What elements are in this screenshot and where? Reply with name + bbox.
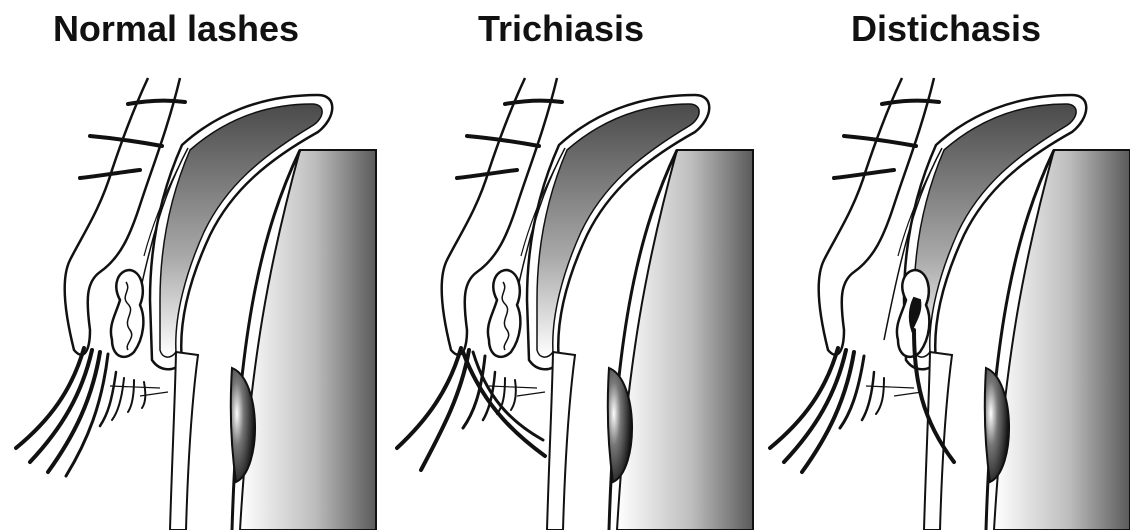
eyeball-shape: [617, 150, 753, 530]
distichasis-illustration: [754, 0, 1130, 530]
lid-margin-band: [170, 352, 198, 530]
lid-margin-band: [547, 352, 575, 530]
trichiasis-illustration: [377, 0, 753, 530]
lash-tips: [110, 386, 168, 396]
eyeball-shape: [240, 150, 376, 530]
brow-lash-1: [505, 101, 562, 104]
lash-tips: [866, 386, 922, 396]
brow-lash-2: [467, 136, 539, 146]
brow-lash-2: [844, 136, 916, 146]
lash-tips: [489, 386, 545, 396]
brow-lash-1: [882, 101, 939, 104]
brow-lash-2: [90, 136, 162, 146]
panel-trichiasis: Trichiasis: [377, 0, 753, 530]
panel-distichasis: Distichasis: [754, 0, 1130, 530]
panel-normal-lashes: Normal lashes: [0, 0, 376, 530]
eyeball-shape: [994, 150, 1130, 530]
brow-lash-1: [128, 101, 185, 104]
normal-lashes-illustration: [0, 0, 376, 530]
trichiasis-lashes: [397, 348, 545, 470]
normal-lashes: [16, 348, 145, 476]
